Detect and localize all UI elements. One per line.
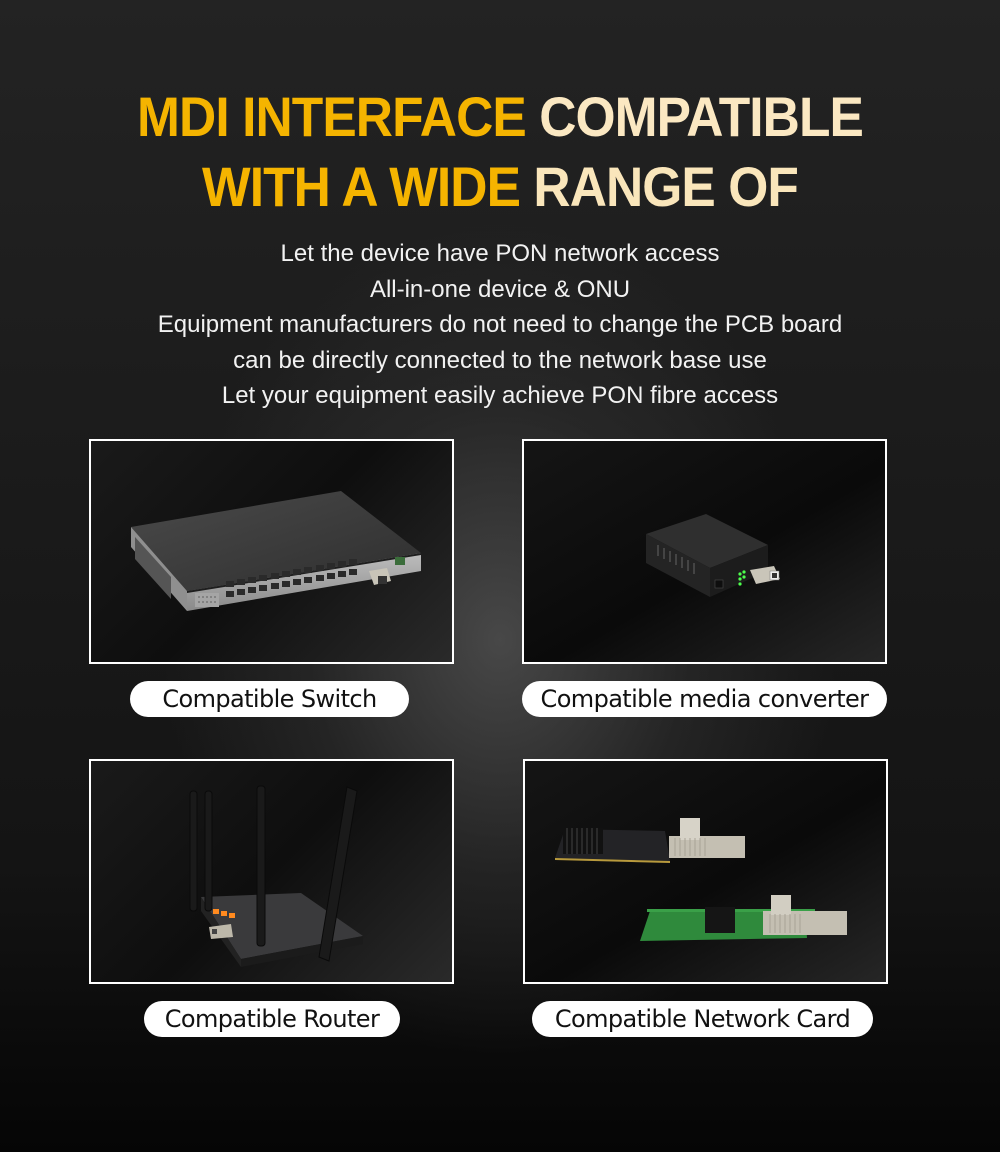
- network-switch-image: [131, 491, 421, 611]
- page-title: MDI INTERFACE COMPATIBLE WITH A WIDE RAN…: [40, 82, 960, 222]
- title-line-1: MDI INTERFACE COMPATIBLE: [40, 82, 960, 152]
- description-line: Let the device have PON network access: [280, 240, 720, 267]
- title-cream-text: COMPATIBLE: [539, 85, 864, 148]
- compatible-router-label: Compatible Router: [144, 1001, 400, 1037]
- compatible-media-converter-label: Compatible media converter: [522, 681, 887, 717]
- description-line: Equipment manufacturers do not need to c…: [157, 311, 843, 338]
- router-image-frame: [89, 759, 454, 984]
- title-gold-text: MDI INTERFACE: [137, 85, 527, 148]
- media-converter-image: [646, 514, 780, 597]
- title-gold-text: WITH A WIDE: [202, 155, 521, 218]
- router-image: [189, 785, 363, 967]
- description: Let the device have PON network access A…: [0, 236, 1000, 414]
- title-line-2: WITH A WIDE RANGE OF: [40, 152, 960, 222]
- description-line: All-in-one device & ONU: [369, 275, 631, 303]
- description-line: can be directly connected to the network…: [233, 346, 767, 374]
- network-card-image: [555, 818, 847, 941]
- description-line: Let your equipment easily achieve PON fi…: [221, 382, 779, 409]
- compatible-switch-label: Compatible Switch: [130, 681, 409, 717]
- network-card-image-frame: [523, 759, 888, 984]
- compatible-network-card-label: Compatible Network Card: [532, 1001, 873, 1037]
- title-cream-text: RANGE OF: [533, 155, 798, 218]
- media-converter-image-frame: [522, 439, 887, 664]
- switch-image-frame: [89, 439, 454, 664]
